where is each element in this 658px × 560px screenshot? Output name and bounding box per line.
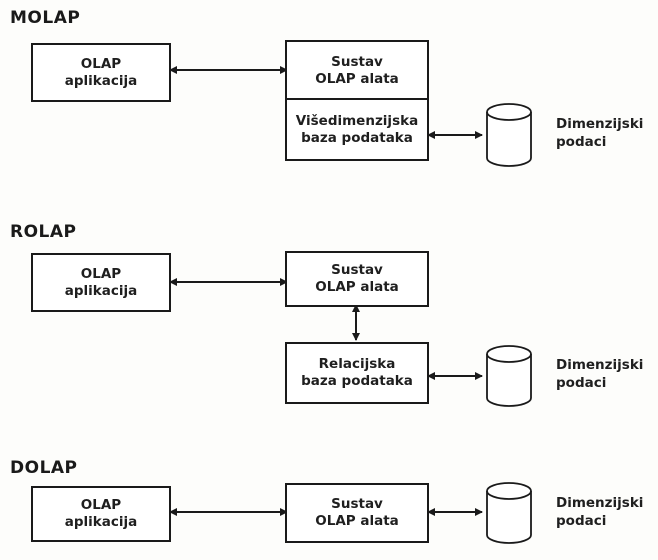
dolap-app-line-2: aplikacija [64,514,138,530]
molap-dimensional-data-label: Dimenzijski podaci [556,115,643,151]
dolap-data-line-1: Dimenzijski [556,495,644,511]
molap-olap-application-box: OLAP aplikacija [31,43,171,102]
rolap-olap-tool-system-box: Sustav OLAP alata [285,251,429,307]
rolap-dimensional-data-label: Dimenzijski podaci [556,356,643,392]
molap-data-line-2: podaci [556,134,607,150]
rolap-data-line-2: podaci [556,375,607,391]
dolap-title: DOLAP [10,458,78,478]
molap-tool-line-2: OLAP alata [315,70,399,87]
molap-app-line-2: aplikacija [64,72,138,89]
dolap-app-line-1: OLAP [80,497,122,513]
dolap-olap-tool-system-box: Sustav OLAP alata [285,483,429,543]
rolap-app-line-2: aplikacija [64,282,138,299]
molap-olap-tool-system-box: Sustav OLAP alata [285,40,429,101]
molap-database-cylinder-icon [486,103,532,167]
rolap-olap-application-box: OLAP aplikacija [31,253,171,312]
rolap-title: ROLAP [10,222,77,242]
rolap-tool-line-1: Sustav [331,262,383,278]
molap-tool-line-1: Sustav [331,53,383,70]
rolap-tool-line-2: OLAP alata [315,279,399,295]
molap-title: MOLAP [10,8,81,28]
dolap-dimensional-data-label: Dimenzijski podaci [556,494,643,530]
molap-db-line-2: baza podataka [301,129,413,146]
molap-data-line-1: Dimenzijski [556,116,644,132]
rolap-db-line-1: Relacijska [318,356,396,372]
dolap-tool-line-2: OLAP alata [315,513,399,529]
molap-multidimensional-db-box: Višedimenzijska baza podataka [285,98,429,161]
dolap-olap-application-box: OLAP aplikacija [31,486,171,542]
molap-app-line-1: OLAP [80,55,122,72]
rolap-relational-db-box: Relacijska baza podataka [285,342,429,404]
dolap-data-line-2: podaci [556,513,607,529]
rolap-db-line-2: baza podataka [301,373,413,389]
rolap-app-line-1: OLAP [80,265,122,282]
rolap-database-cylinder-icon [486,345,532,407]
rolap-data-line-1: Dimenzijski [556,357,644,373]
molap-db-line-1: Višedimenzijska [295,112,419,129]
dolap-tool-line-1: Sustav [331,496,383,512]
dolap-database-cylinder-icon [486,482,532,544]
